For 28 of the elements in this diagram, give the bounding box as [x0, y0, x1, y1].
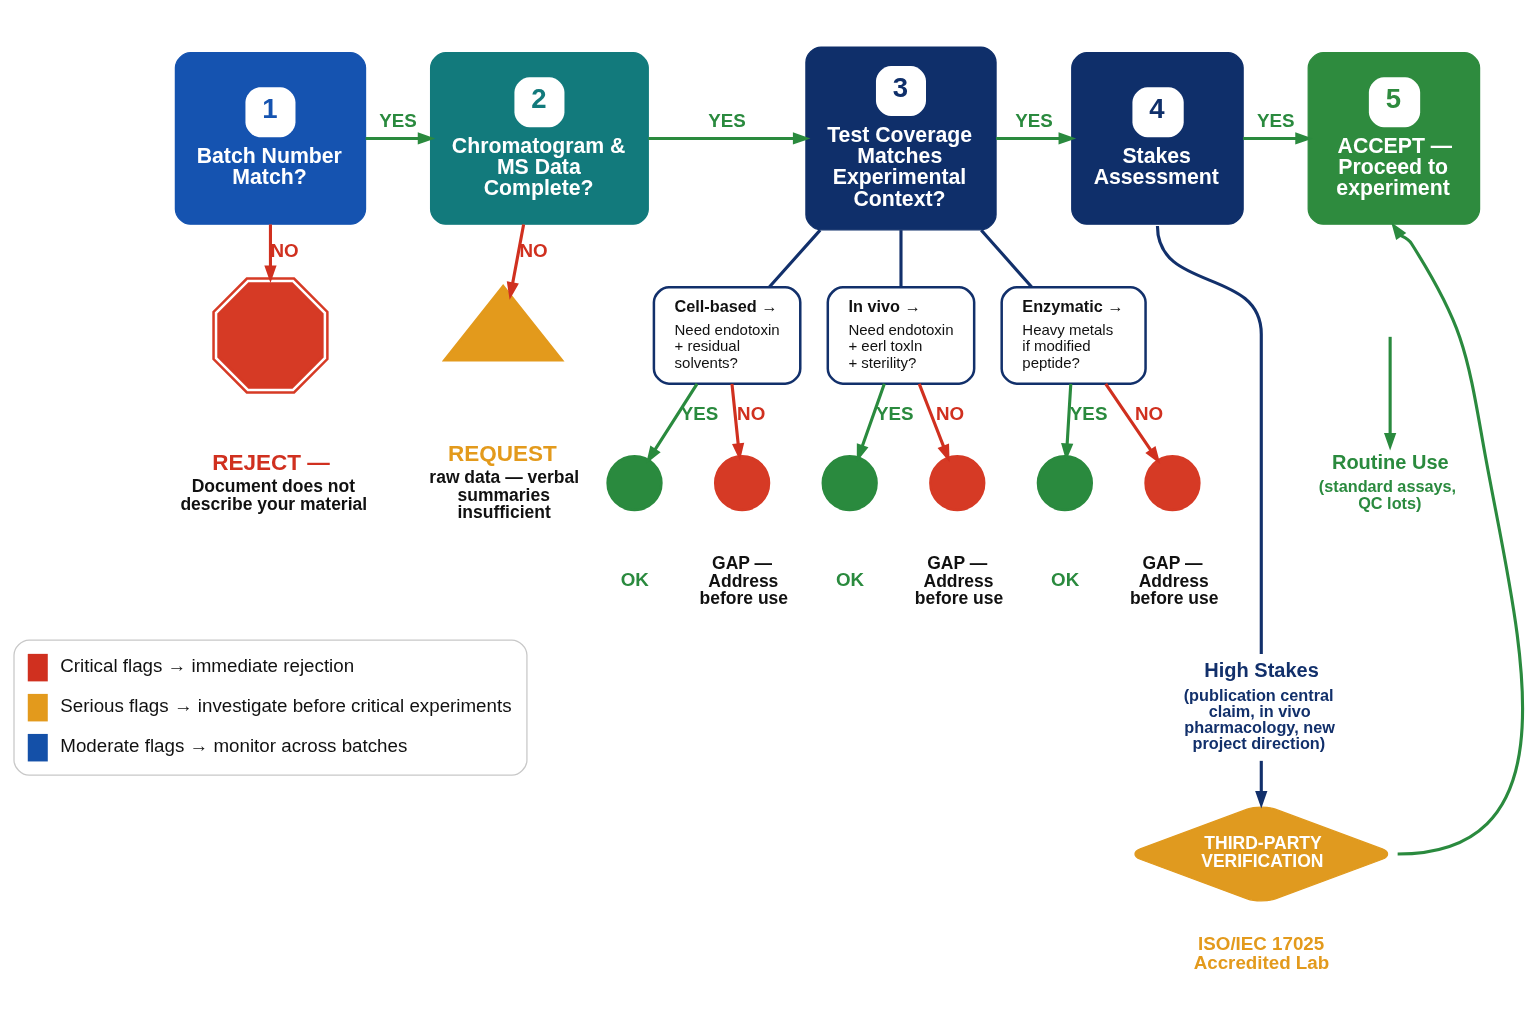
edge-label: YES: [875, 402, 913, 424]
edge-label: YES: [1256, 109, 1294, 131]
node-label: GAP — Address before use: [914, 552, 1003, 608]
edge-label: YES: [1014, 109, 1053, 131]
node-label: raw data — verbal summaries insufficient: [428, 466, 579, 522]
node-label: REJECT —: [211, 449, 330, 475]
legend-label: Critical flags → immediate rejection: [59, 654, 354, 676]
edge-label: NO: [935, 402, 964, 424]
edge-label: YES: [1069, 402, 1107, 424]
node-label: GAP — Address before use: [1129, 552, 1218, 608]
edge-label: NO: [736, 402, 765, 424]
legend-label: Moderate flags → monitor across batches: [59, 734, 407, 756]
edge-label: YES: [707, 109, 746, 131]
node-text: High Stakes (publication central claim, in vivo pharmacology, new project direction): [1183, 658, 1335, 752]
node-text: Routine Use (standard assays, QC lots): [1318, 450, 1456, 512]
edge-label: YES: [378, 109, 417, 131]
node-label: OK: [620, 568, 649, 590]
node-label: OK: [1050, 568, 1079, 590]
node-label: REQUEST: [447, 440, 557, 466]
node-label: GAP — Address before use: [699, 552, 788, 608]
node-label: Document does not describe your material: [179, 475, 367, 514]
node-label: ISO/IEC 17025 Accredited Lab: [1193, 932, 1329, 973]
edge-label: NO: [269, 239, 299, 261]
edge-label: YES: [680, 402, 718, 424]
node-label: OK: [835, 568, 864, 590]
edge-label: NO: [1134, 402, 1163, 424]
legend-label: Serious flags → investigate before critical experiments: [59, 694, 512, 716]
edge-label: NO: [518, 239, 548, 261]
